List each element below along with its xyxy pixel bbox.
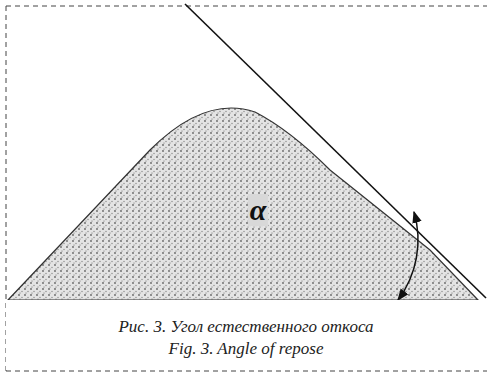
slope-line — [185, 4, 486, 298]
figure-caption-en: Fig. 3. Angle of repose — [167, 339, 326, 359]
angle-arc — [398, 212, 418, 300]
material-pile — [8, 108, 478, 300]
caption-ground — [6, 300, 487, 370]
angle-symbol: α — [248, 194, 269, 226]
dashed-frame — [6, 6, 487, 371]
figure-caption: Рис. 3. Угол естественного откоса — [116, 317, 375, 337]
